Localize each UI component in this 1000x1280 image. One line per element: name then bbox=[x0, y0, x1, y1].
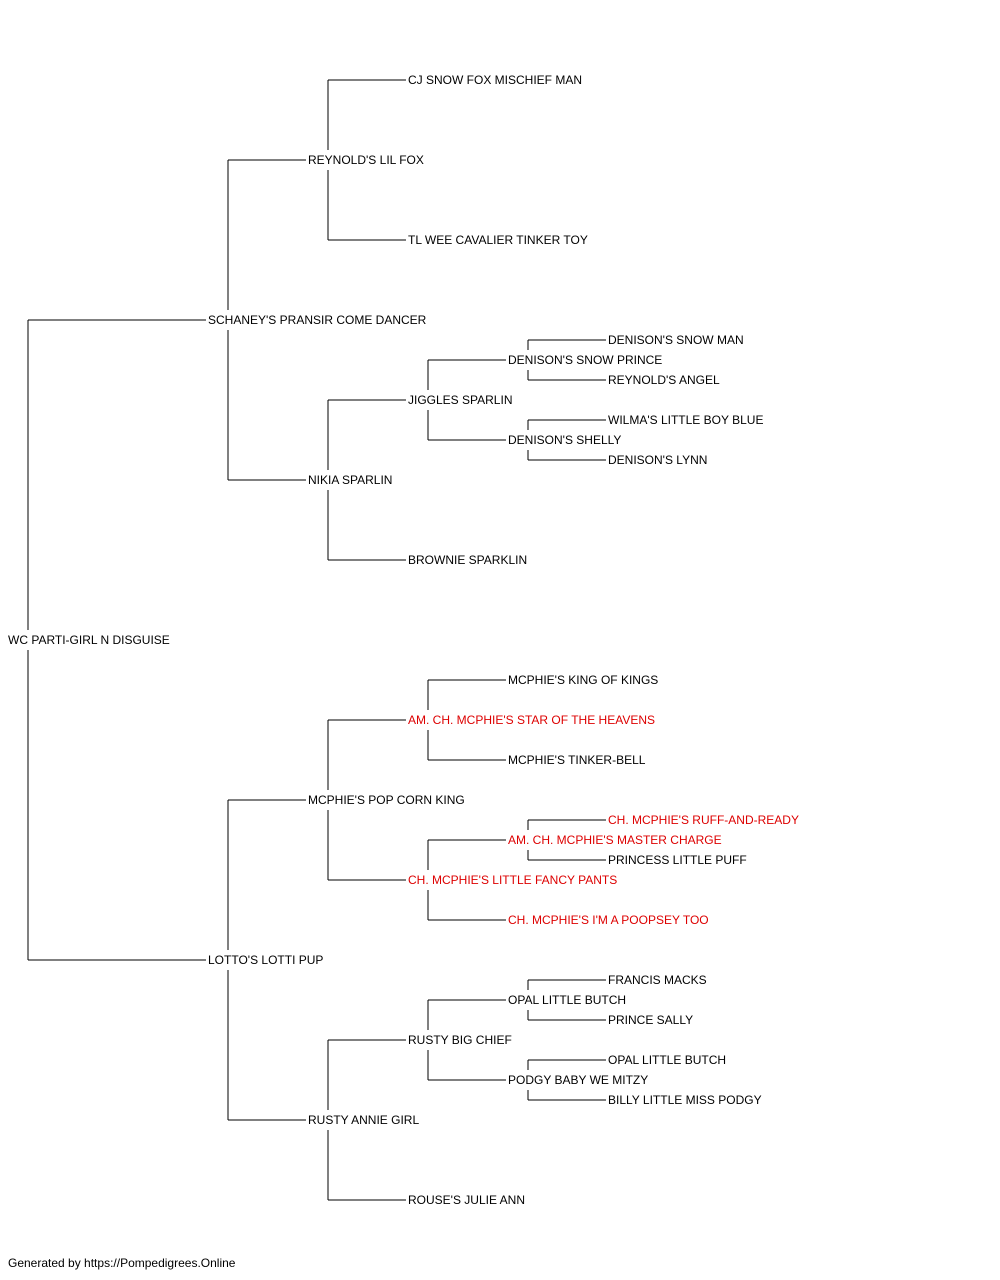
dog-rusty-big-chief: RUSTY BIG CHIEF bbox=[408, 1033, 512, 1047]
dog-mcphie-s-pop-corn-king: MCPHIE'S POP CORN KING bbox=[308, 793, 465, 807]
dog-schaney-s-pransir-come-dancer: SCHANEY'S PRANSIR COME DANCER bbox=[208, 313, 427, 327]
dog-wilma-s-little-boy-blue: WILMA'S LITTLE BOY BLUE bbox=[608, 413, 763, 427]
dog-princess-little-puff: PRINCESS LITTLE PUFF bbox=[608, 853, 747, 867]
dog-ch-mcphie-s-ruff-and-ready: CH. MCPHIE'S RUFF-AND-READY bbox=[608, 813, 799, 827]
dog-prince-sally: PRINCE SALLY bbox=[608, 1013, 693, 1027]
footer-credit: Generated by https://Pompedigrees.Online bbox=[8, 1256, 236, 1270]
dog-reynold-s-lil-fox: REYNOLD'S LIL FOX bbox=[308, 153, 424, 167]
dog-lotto-s-lotti-pup: LOTTO'S LOTTI PUP bbox=[208, 953, 323, 967]
dog-cj-snow-fox-mischief-man: CJ SNOW FOX MISCHIEF MAN bbox=[408, 73, 582, 87]
dog-mcphie-s-king-of-kings: MCPHIE'S KING OF KINGS bbox=[508, 673, 658, 687]
dog-mcphie-s-tinker-bell: MCPHIE'S TINKER-BELL bbox=[508, 753, 646, 767]
dog-denison-s-snow-man: DENISON'S SNOW MAN bbox=[608, 333, 744, 347]
dog-ch-mcphie-s-little-fancy-pants: CH. MCPHIE'S LITTLE FANCY PANTS bbox=[408, 873, 617, 887]
dog-francis-macks: FRANCIS MACKS bbox=[608, 973, 707, 987]
dog-denison-s-shelly: DENISON'S SHELLY bbox=[508, 433, 621, 447]
dog-denison-s-snow-prince: DENISON'S SNOW PRINCE bbox=[508, 353, 662, 367]
dog-tl-wee-cavalier-tinker-toy: TL WEE CAVALIER TINKER TOY bbox=[408, 233, 588, 247]
dog-brownie-sparklin: BROWNIE SPARKLIN bbox=[408, 553, 527, 567]
dog-rouse-s-julie-ann: ROUSE'S JULIE ANN bbox=[408, 1193, 525, 1207]
dog-opal-little-butch: OPAL LITTLE BUTCH bbox=[508, 993, 626, 1007]
dog-nikia-sparlin: NIKIA SPARLIN bbox=[308, 473, 392, 487]
dog-jiggles-sparlin: JIGGLES SPARLIN bbox=[408, 393, 512, 407]
dog-rusty-annie-girl: RUSTY ANNIE GIRL bbox=[308, 1113, 419, 1127]
dog-am-ch-mcphie-s-star-of-the-heavens: AM. CH. MCPHIE'S STAR OF THE HEAVENS bbox=[408, 713, 655, 727]
dog-ch-mcphie-s-i-m-a-poopsey-too: CH. MCPHIE'S I'M A POOPSEY TOO bbox=[508, 913, 709, 927]
dog-podgy-baby-we-mitzy: PODGY BABY WE MITZY bbox=[508, 1073, 648, 1087]
dog-wc-parti-girl-n-disguise: WC PARTI-GIRL N DISGUISE bbox=[8, 633, 170, 647]
dog-am-ch-mcphie-s-master-charge: AM. CH. MCPHIE'S MASTER CHARGE bbox=[508, 833, 722, 847]
dog-reynold-s-angel: REYNOLD'S ANGEL bbox=[608, 373, 720, 387]
dog-denison-s-lynn: DENISON'S LYNN bbox=[608, 453, 707, 467]
dog-billy-little-miss-podgy: BILLY LITTLE MISS PODGY bbox=[608, 1093, 762, 1107]
dog-opal-little-butch: OPAL LITTLE BUTCH bbox=[608, 1053, 726, 1067]
